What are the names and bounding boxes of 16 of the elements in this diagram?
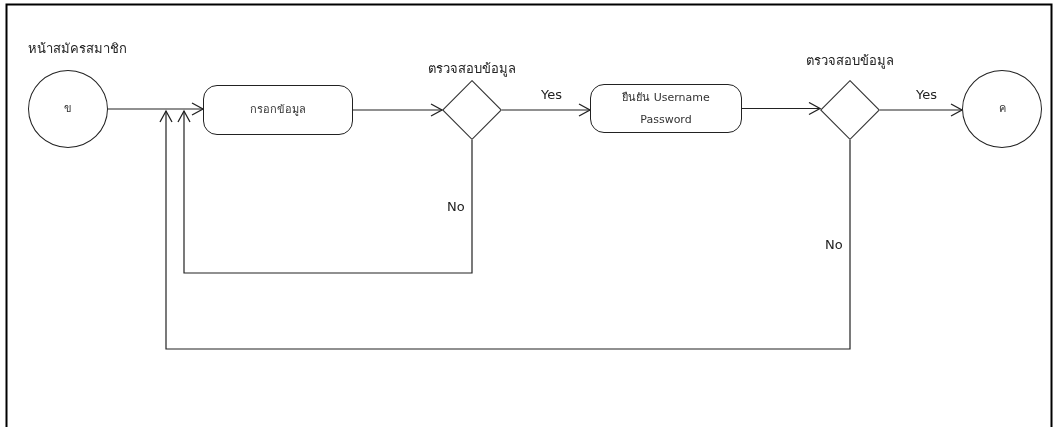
terminal-circle: ข — [28, 70, 108, 148]
arrow — [879, 103, 963, 117]
arrow — [177, 110, 473, 274]
arrow — [352, 103, 443, 117]
terminal-circle: ค — [962, 70, 1042, 148]
shape-heading: หน้าสมัครสมาชิก — [28, 40, 127, 58]
arrow — [107, 102, 204, 116]
process-box: กรอกข้อมูล — [203, 85, 353, 135]
arrow — [741, 101, 821, 116]
shape-heading: ตรวจสอบข้อมูล — [806, 52, 894, 71]
edge-label: Yes — [540, 87, 563, 102]
edge-label: Yes — [915, 87, 938, 102]
arrow — [159, 110, 851, 350]
process-box: ยืนยัน Username Password — [590, 84, 742, 133]
arrow — [501, 103, 591, 117]
shape-heading: ตรวจสอบข้อมูล — [428, 60, 516, 79]
